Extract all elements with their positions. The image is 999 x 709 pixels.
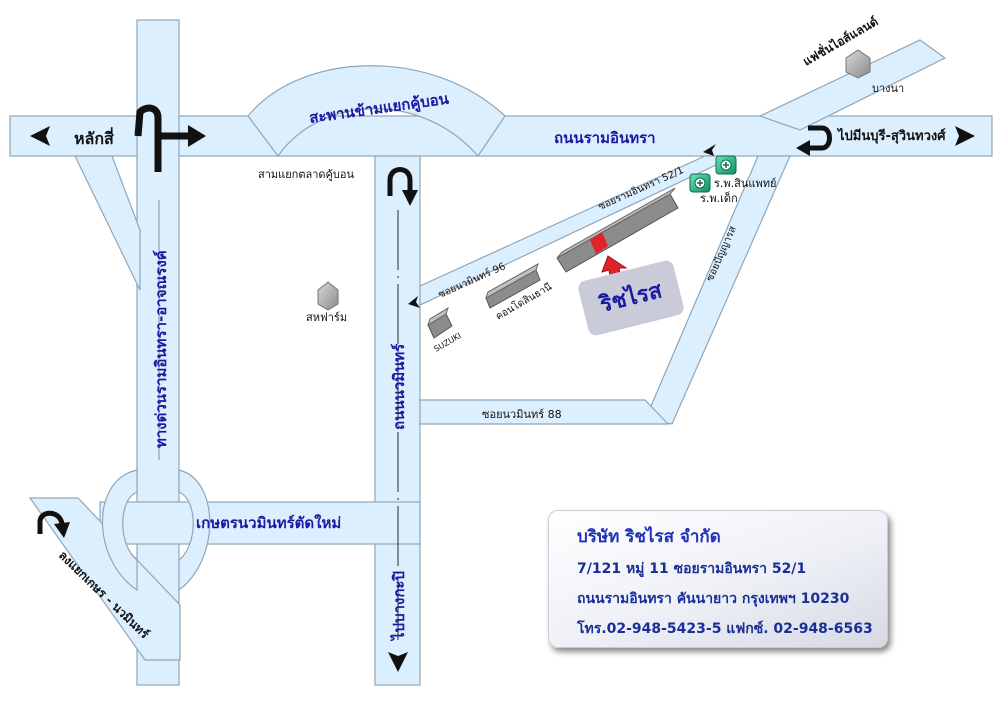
company-name: บริษัท ริชไรส จำกัด <box>577 527 721 547</box>
u-turn-arrowhead-icon-3 <box>54 522 70 538</box>
u-turn-arrowhead-icon-2 <box>796 140 810 156</box>
label-kaset-nawamin: เกษตรนวมินทร์ตัดใหม่ <box>196 514 341 532</box>
arrow-left-icon <box>30 126 50 146</box>
u-turn-icon-minburi <box>808 125 832 151</box>
richirose-building <box>556 187 679 273</box>
label-to-bangkapi: ไปบางกะปิ <box>389 571 408 642</box>
condo-building <box>485 262 541 309</box>
fashion-island-building <box>845 49 871 79</box>
small-arrow-icon-2 <box>408 296 420 308</box>
label-to-minburi: ไปมีนบุรี-สุวินทวงศ์ <box>836 127 946 144</box>
label-expressway: ทางด่วนรามอินทรา-อาจณรงค์ <box>152 250 170 448</box>
richirose-marker <box>590 232 608 254</box>
label-kubon-junction: สามแยกตลาดคู้บอน <box>258 168 354 181</box>
connector-road <box>74 155 141 291</box>
company-address-line2: ถนนรามอินทรา คันนายาว กรุงเทพฯ 10230 <box>577 591 850 607</box>
sahafarm-building <box>317 281 339 311</box>
hospital-icon-2 <box>689 173 711 193</box>
arrow-down-icon <box>388 652 408 672</box>
label-bang-na: บางนา <box>872 82 904 95</box>
label-ramintra: ถนนรามอินทรา <box>554 129 656 147</box>
company-info-card: บริษัท ริชไรส จำกัด 7/121 หมู่ 11 ซอยราม… <box>548 510 888 648</box>
interchange-loop <box>101 469 138 592</box>
kaset-ramp <box>28 497 181 661</box>
label-hosp-child: ร.พ.เด็ก <box>700 191 738 205</box>
company-contact: โทร.02-948-5423-5 แฟกซ์. 02-948-6563 <box>577 621 873 637</box>
turn-intersection-icon <box>134 104 190 172</box>
interchange-loop-right <box>178 469 211 592</box>
hospital-icon <box>715 155 737 175</box>
company-address-line1: 7/121 หมู่ 11 ซอยรามอินทรา 52/1 <box>577 561 807 577</box>
direction-arrows <box>30 126 975 672</box>
arrow-right-icon <box>955 126 975 146</box>
u-turn-icon-kaset <box>37 510 65 534</box>
small-arrow-icon <box>703 144 716 156</box>
buildings <box>317 49 871 339</box>
label-sahafarm: สหฟาร์ม <box>306 311 347 324</box>
richirose-badge <box>578 260 684 336</box>
label-hosp-sinpat: ร.พ.สินแพทย์ <box>714 177 776 190</box>
label-lak-si: หลักสี่ <box>74 127 114 148</box>
u-turn-icon-nawamin <box>387 167 413 196</box>
suzuki-building <box>427 306 453 339</box>
u-turn-arrowhead-icon <box>402 190 418 206</box>
soi-nawamin-88-road <box>419 399 670 425</box>
kubon-overpass <box>247 65 506 158</box>
label-nawamin-road: ถนนนวมินทร์ <box>390 343 408 430</box>
label-soi-nawamin-88: ซอยนวมินทร์ 88 <box>482 408 562 421</box>
turn-right-arrowhead-icon <box>188 125 206 147</box>
